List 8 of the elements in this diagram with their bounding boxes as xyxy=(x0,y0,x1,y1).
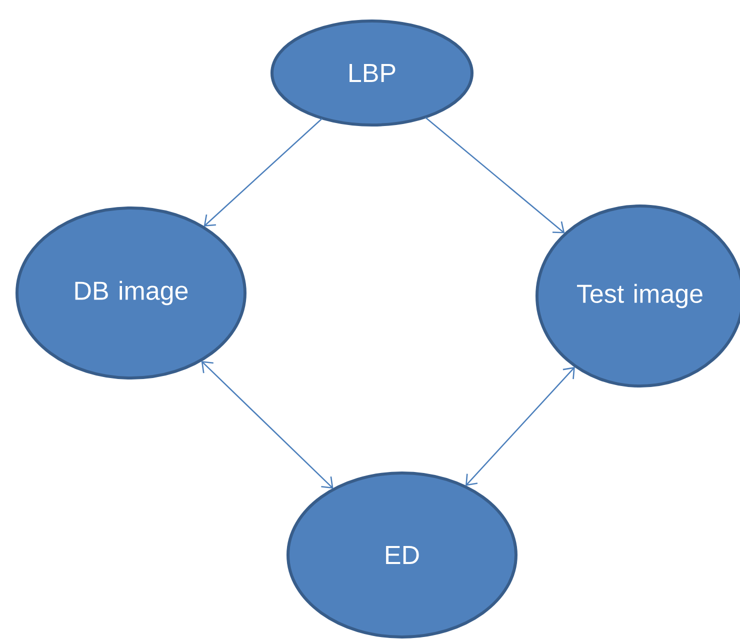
arrow xyxy=(201,361,334,489)
arrow xyxy=(204,118,322,226)
ellipse-node: Test image xyxy=(536,204,740,388)
ellipse-node: LBP xyxy=(270,20,474,126)
ellipse-node: ED xyxy=(286,472,518,638)
arrow xyxy=(466,366,575,486)
arrow xyxy=(425,117,565,234)
ellipse-node: DB image xyxy=(16,206,246,380)
